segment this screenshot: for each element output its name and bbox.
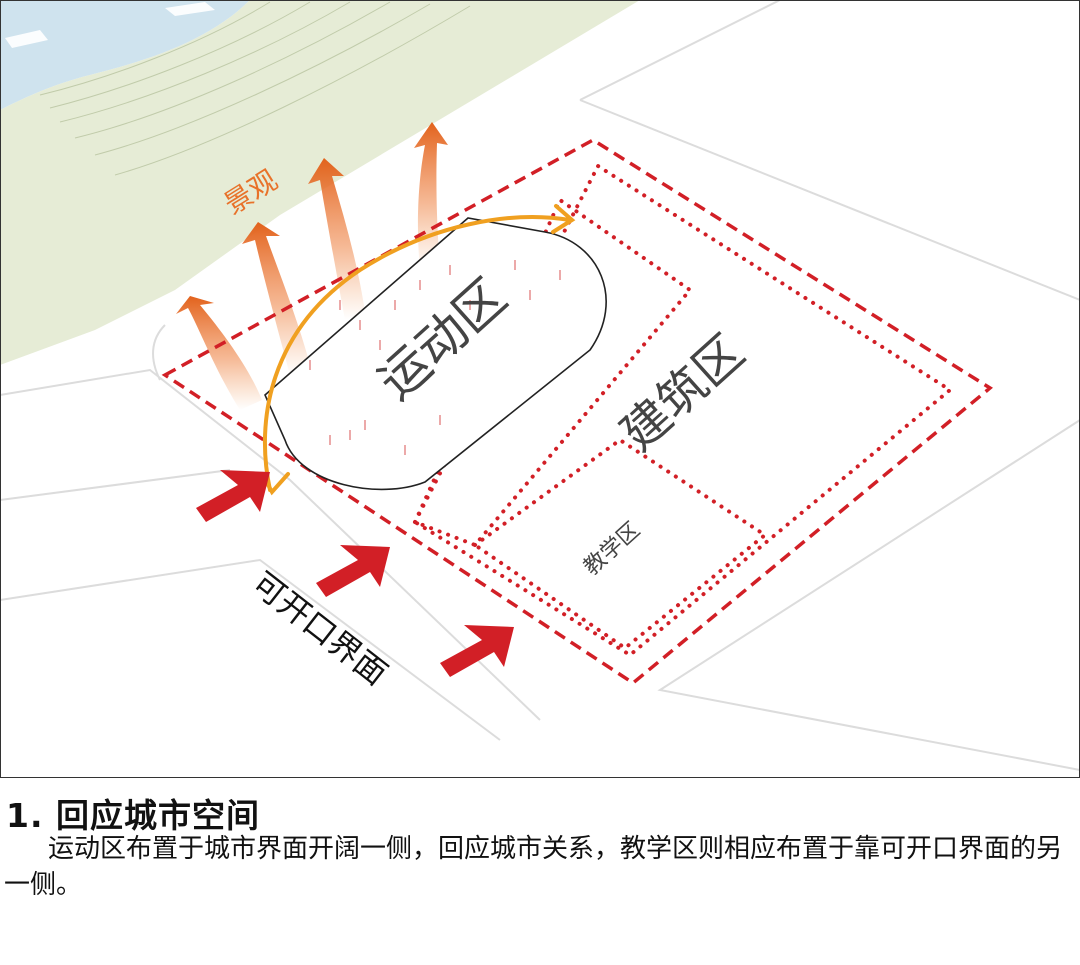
caption-title: 1. 回应城市空间: [6, 796, 260, 835]
water-boat-2: [5, 30, 48, 48]
people-marks: [309, 260, 561, 455]
road-outlines: [0, 0, 1080, 771]
arrow-up-right-icon: [316, 545, 390, 597]
building-zone-outer-dots: [412, 163, 954, 658]
arrow-up-right-icon: [440, 625, 514, 677]
contour-lines: [39, 1, 471, 176]
sports-track: [264, 217, 607, 491]
arrow-up-right-icon: [196, 470, 270, 522]
caption-body: 运动区布置于城市界面开阔一侧，回应城市关系，教学区则相应布置于靠可开口界面的另一…: [4, 834, 1063, 900]
entry-arrows: [196, 470, 514, 677]
site-plan-diagram: 景观 运动区 建筑区 教学区 可开口界面: [0, 0, 1080, 778]
flared-arrow-icon: [308, 158, 365, 320]
teaching-zone-dots: [471, 437, 769, 651]
site-boundary: [161, 137, 993, 686]
water-body: [0, 0, 250, 110]
water-boat: [165, 2, 215, 16]
flared-arrow-icon: [176, 296, 262, 410]
